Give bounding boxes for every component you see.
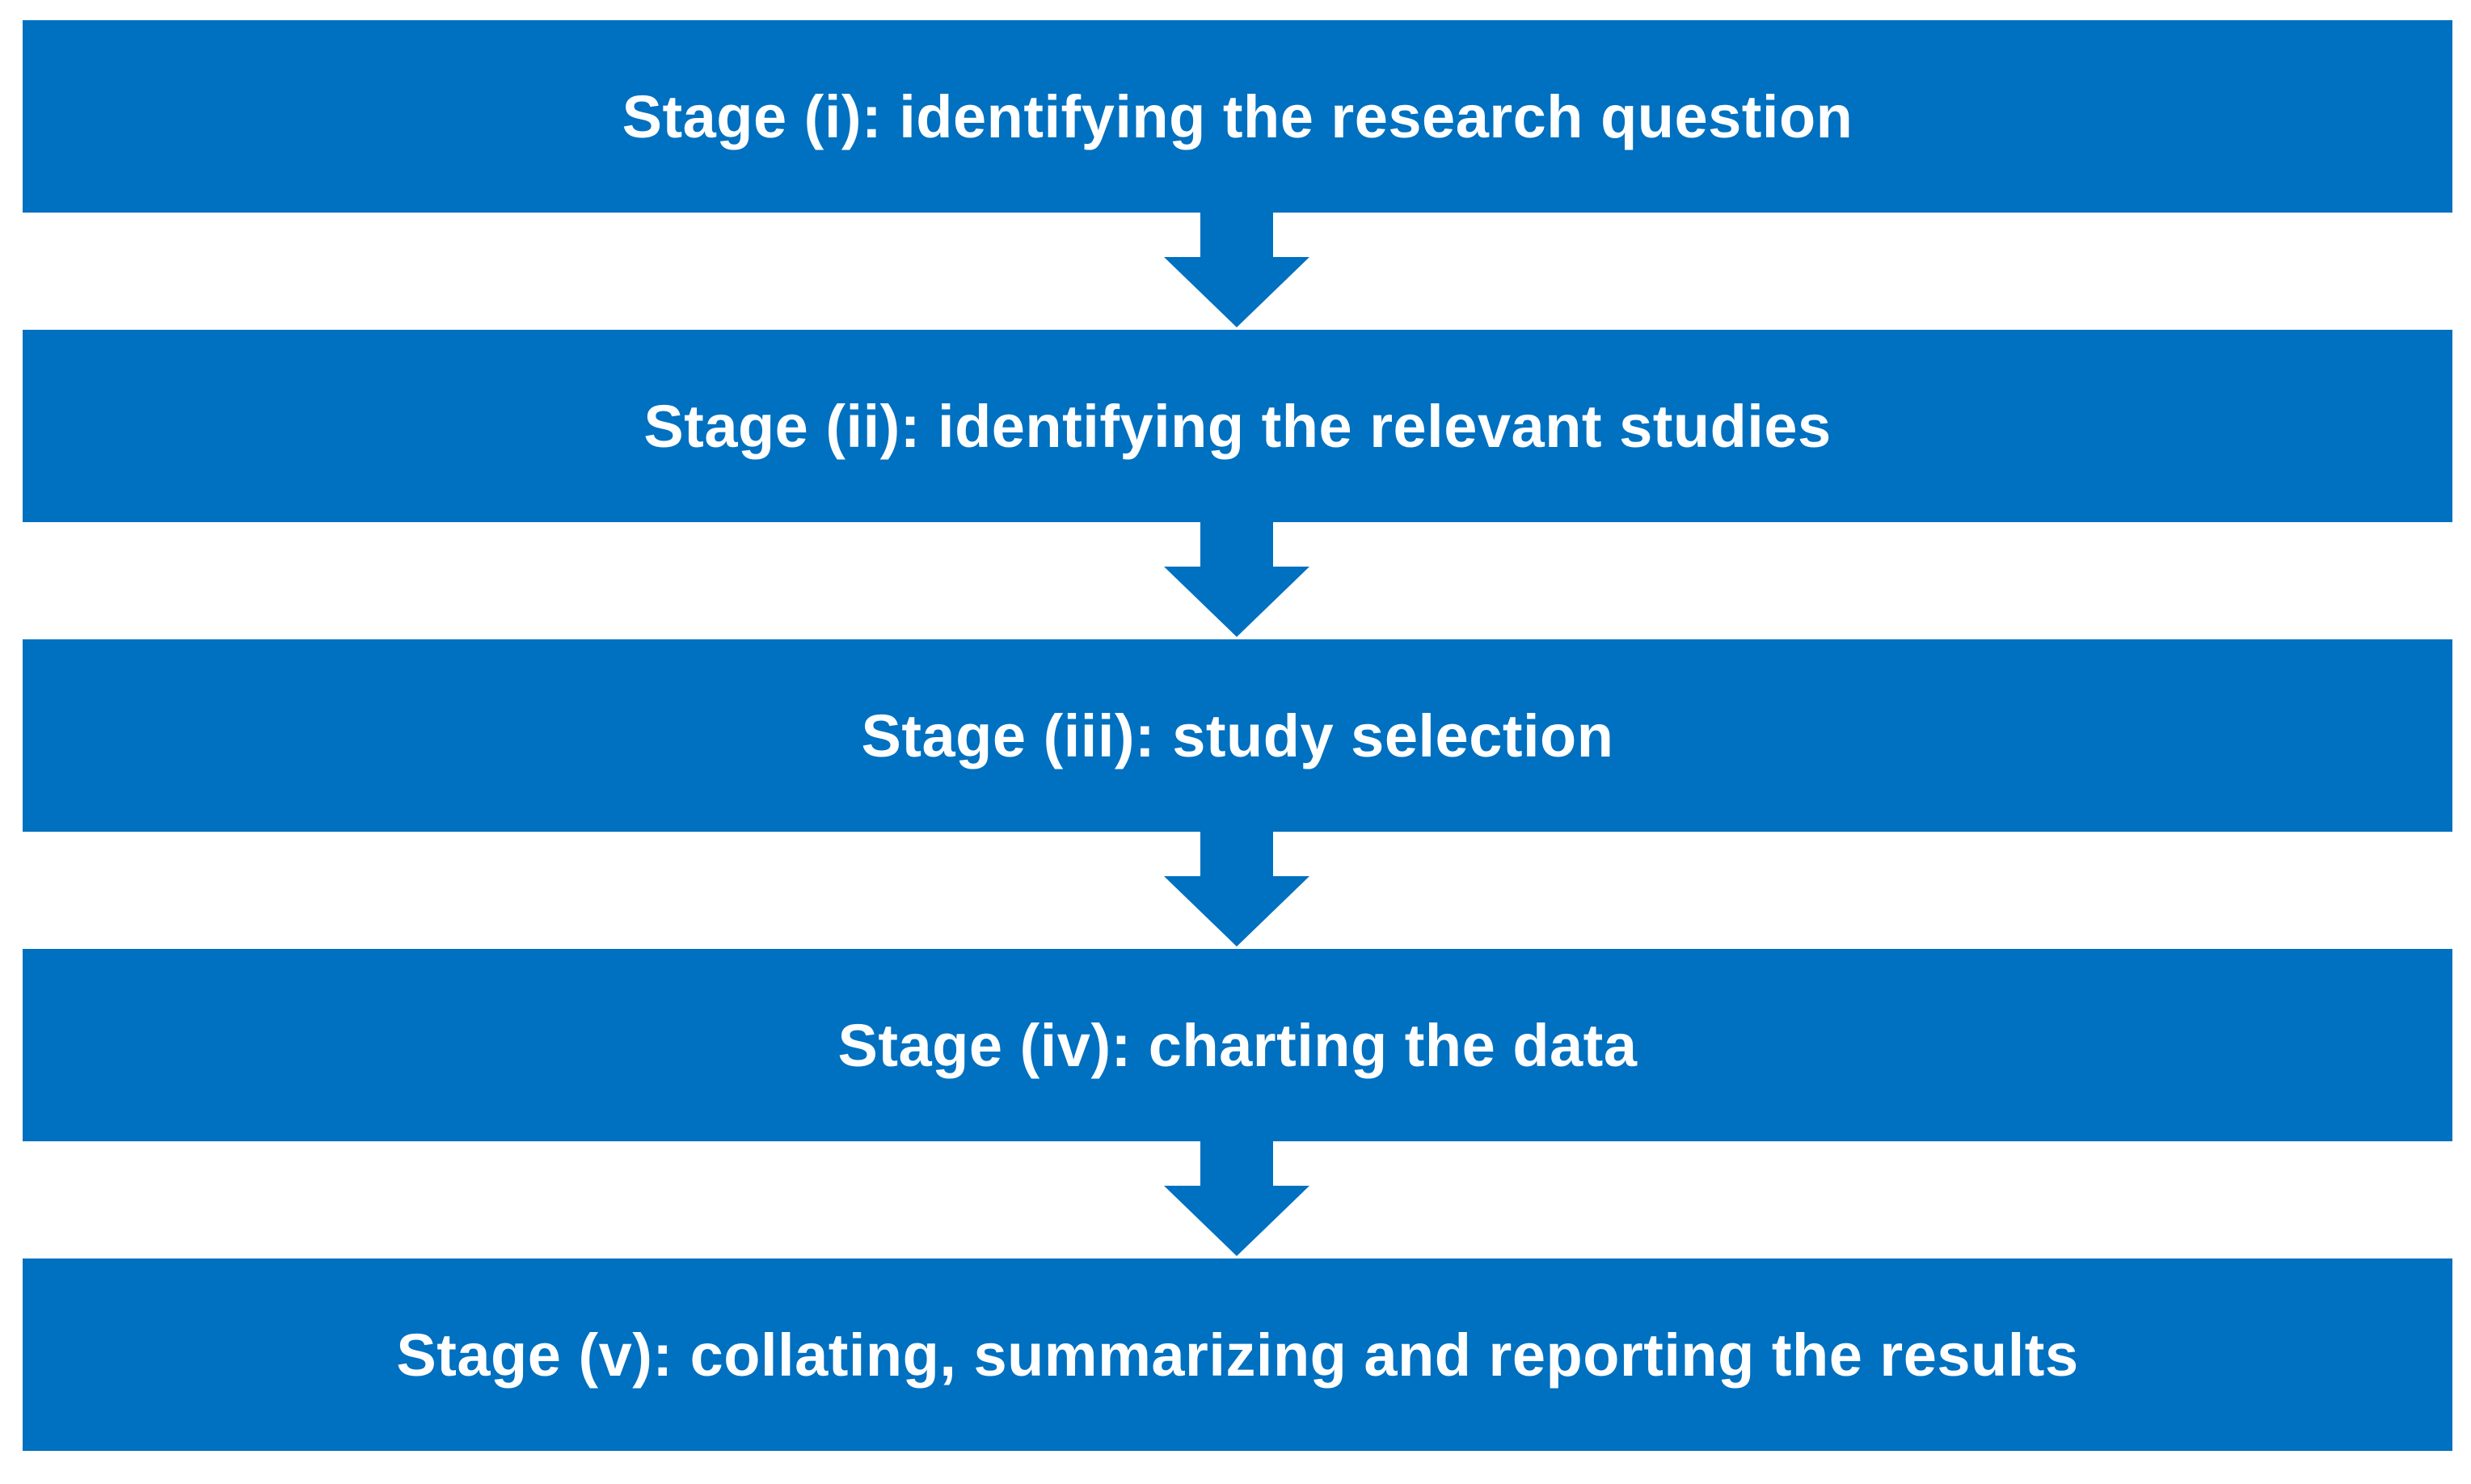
stage-box-3: Stage (iii): study selection (23, 639, 2452, 832)
stage-box-2: Stage (ii): identifying the relevant stu… (23, 330, 2452, 522)
stage-label-2: Stage (ii): identifying the relevant stu… (643, 392, 1832, 460)
arrow-down-icon (1164, 1141, 1309, 1256)
stage-label-1: Stage (i): identifying the research ques… (622, 82, 1853, 150)
stage-label-3: Stage (iii): study selection (861, 702, 1614, 769)
stage-box-1: Stage (i): identifying the research ques… (23, 20, 2452, 213)
arrow-down-icon (1164, 213, 1309, 327)
stage-label-5: Stage (v): collating, summarizing and re… (396, 1321, 2079, 1389)
stage-box-4: Stage (iv): charting the data (23, 949, 2452, 1141)
stage-label-4: Stage (iv): charting the data (837, 1011, 1638, 1079)
stage-box-5: Stage (v): collating, summarizing and re… (23, 1258, 2452, 1451)
arrow-down-icon (1164, 522, 1309, 637)
arrow-down-icon (1164, 832, 1309, 946)
